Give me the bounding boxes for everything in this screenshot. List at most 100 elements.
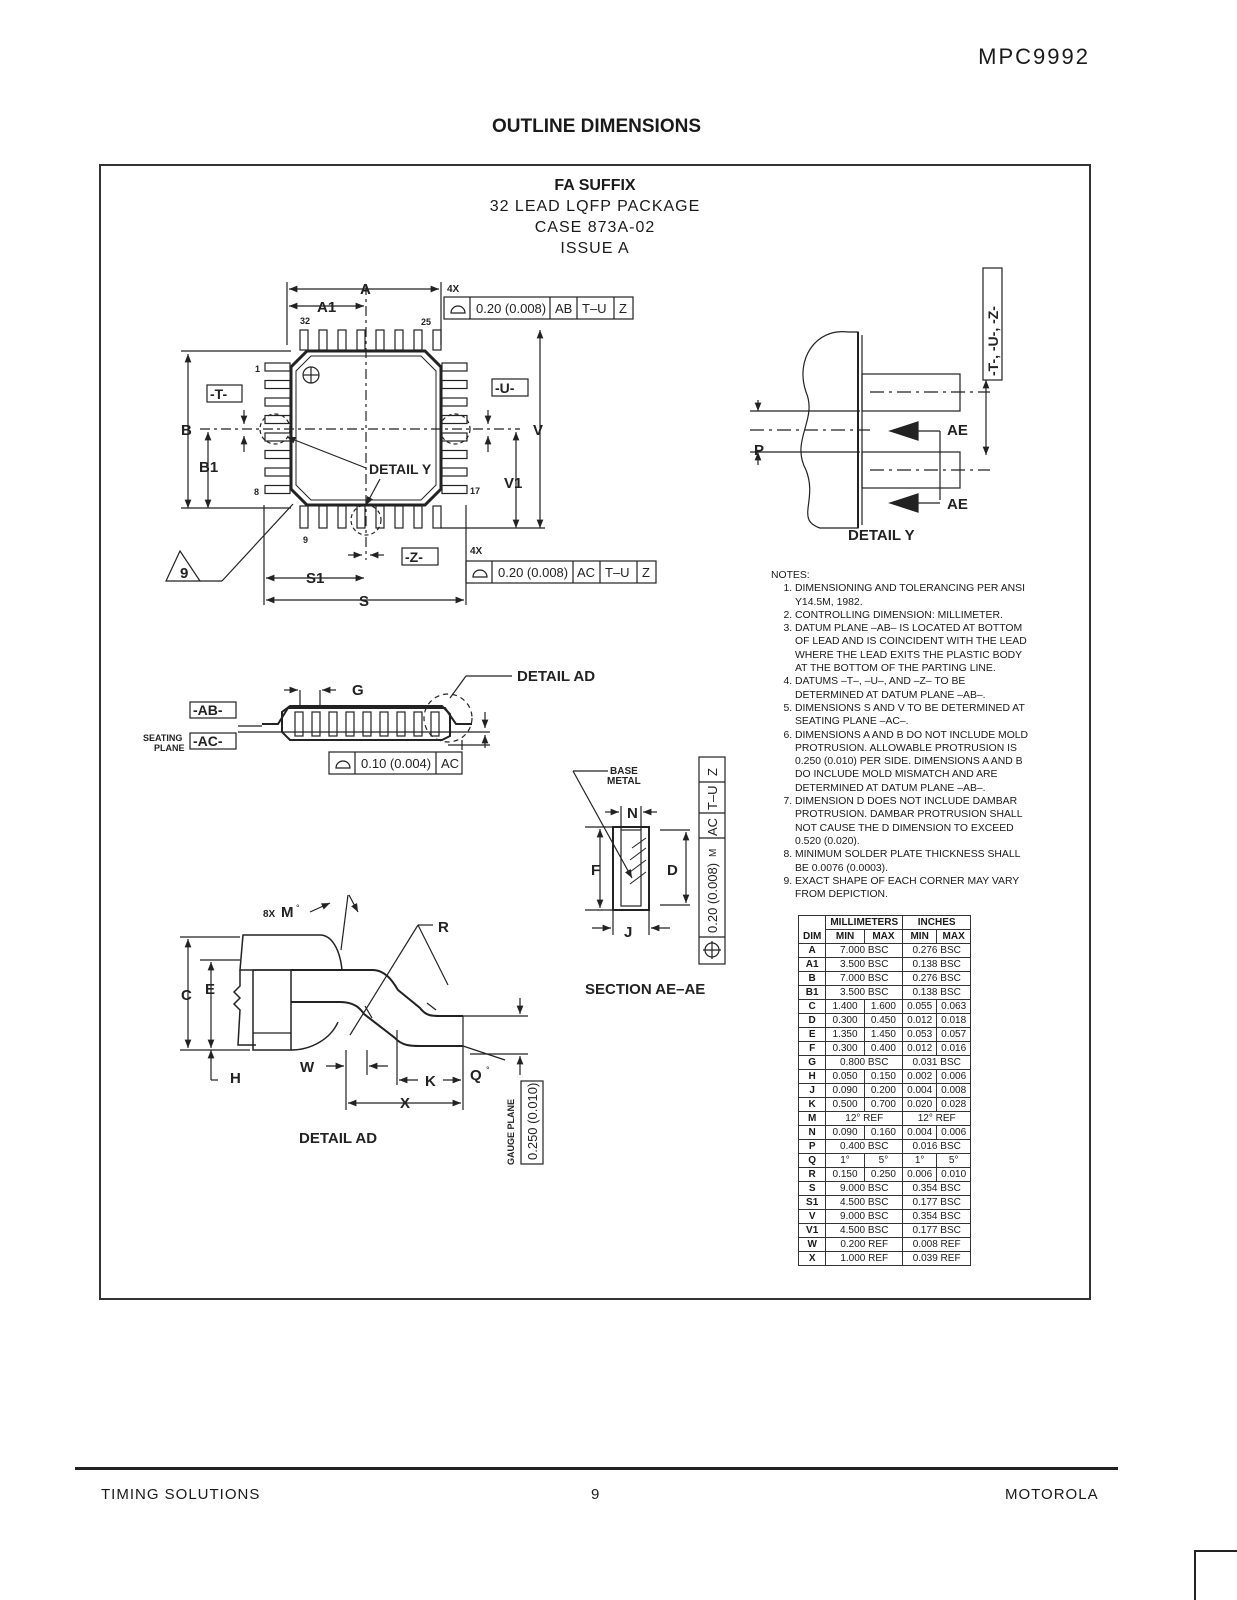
table-cell: 0.004 [902,1083,938,1098]
lead [299,329,309,351]
table-cell: X [797,1251,827,1266]
part-number: MPC9992 [978,44,1090,69]
datum-u: -U- [495,380,515,396]
package-issue: ISSUE A [560,240,630,257]
fcf1-datum: AB [555,301,572,316]
lead [264,449,291,460]
note-9-flag: 9 [180,565,188,582]
dim-label-b: B [181,422,192,439]
table-cell: 0.028 [936,1097,972,1112]
table-cell: N [797,1125,827,1140]
package-description: 32 LEAD LQFP PACKAGE [489,198,701,215]
lead [294,711,304,737]
dim-label-r: R [438,919,449,936]
table-cell: 0.300 [825,1013,865,1028]
table-cell: 0.002 [902,1069,938,1084]
table-cell: 9.000 BSC [825,1181,904,1196]
note-item: DIMENSION D DOES NOT INCLUDE DAMBAR PROT… [795,795,1033,848]
lead [441,414,468,425]
table-cell: A [797,943,827,958]
dim-label-a1: A1 [317,299,336,316]
lead [264,397,291,407]
detail-ad-view [180,894,544,1165]
dim-label-a: A [360,281,371,298]
fcf3-datum: AC [441,756,459,771]
section-ae-view [572,770,690,935]
table-cell: 1° [902,1153,938,1168]
side-view [238,675,512,750]
table-cell: W [797,1237,827,1252]
table-cell: 0.006 [936,1125,972,1140]
table-cell: 0.018 [936,1013,972,1028]
lead [413,505,423,529]
x4-bottom: 4X [470,546,483,557]
table-cell: 0.354 BSC [902,1209,972,1224]
datum-ac: -AC- [193,733,223,749]
group-millimeters: MILLIMETERS [825,915,904,930]
lead [264,379,291,390]
note-item: MINIMUM SOLDER PLATE THICKNESS SHALL BE … [795,848,1033,875]
col-mm-max: MAX [863,929,904,944]
fcf4-tolerance: 0.20 (0.008) [705,863,720,933]
lead [430,711,440,737]
drawing-frame [99,164,1091,1300]
table-cell: 0.039 REF [902,1251,972,1266]
lead [394,329,404,351]
table-cell: 0.053 [902,1027,938,1042]
datum-ab: -AB- [193,702,223,718]
table-cell: 4.500 BSC [825,1195,904,1210]
note-item: DIMENSIONING AND TOLERANCING PER ANSI Y1… [795,582,1033,609]
tuz-datums: -T-, -U-, -Z- [985,306,1001,376]
detail-y-callout: DETAIL Y [369,461,432,477]
table-cell: 0.400 [863,1041,904,1056]
table-cell: 12° REF [825,1111,904,1126]
table-cell: 7.000 BSC [825,943,904,958]
lead [264,362,291,372]
table-cell: B1 [797,985,827,1000]
table-cell: 5° [936,1153,972,1168]
package-suffix: FA SUFFIX [554,177,636,194]
table-cell: 0.500 [825,1097,865,1112]
datum-z: -Z- [405,549,423,565]
fcf-boxes [189,267,1003,965]
table-cell: 0.160 [863,1125,904,1140]
fcf1-datum-z: Z [619,301,627,316]
table-cell: V1 [797,1223,827,1238]
detail-ad-callout: DETAIL AD [517,668,595,685]
detail-y-view [750,331,990,529]
dim-label-k: K [425,1073,436,1090]
table-cell: 3.500 BSC [825,985,904,1000]
lead [413,329,423,351]
table-cell: P [797,1139,827,1154]
table-cell: 7.000 BSC [825,971,904,986]
footer-left: TIMING SOLUTIONS [101,1486,261,1503]
table-cell: 3.500 BSC [825,957,904,972]
notes-heading: NOTES: [771,570,810,581]
table-cell: G [797,1055,827,1070]
lead [375,505,385,529]
label-ae-lower: AE [947,496,968,513]
notes-block: NOTES: DIMENSIONING AND TOLERANCING PER … [771,569,1033,901]
table-cell: 0.150 [825,1167,865,1182]
lead [432,505,442,529]
pin-32: 32 [300,316,310,326]
dim-label-c: C [181,987,192,1004]
dimension-table: DIM MILLIMETERS INCHES MIN MAX MIN MAX A… [797,915,972,1266]
table-cell: 0.200 [863,1083,904,1098]
lead [396,711,406,737]
table-cell: 0.008 REF [902,1237,972,1252]
dim-label-f: F [591,862,600,879]
dim-label-e: E [205,981,215,998]
lead [356,329,366,351]
table-cell: 1.600 [863,999,904,1014]
